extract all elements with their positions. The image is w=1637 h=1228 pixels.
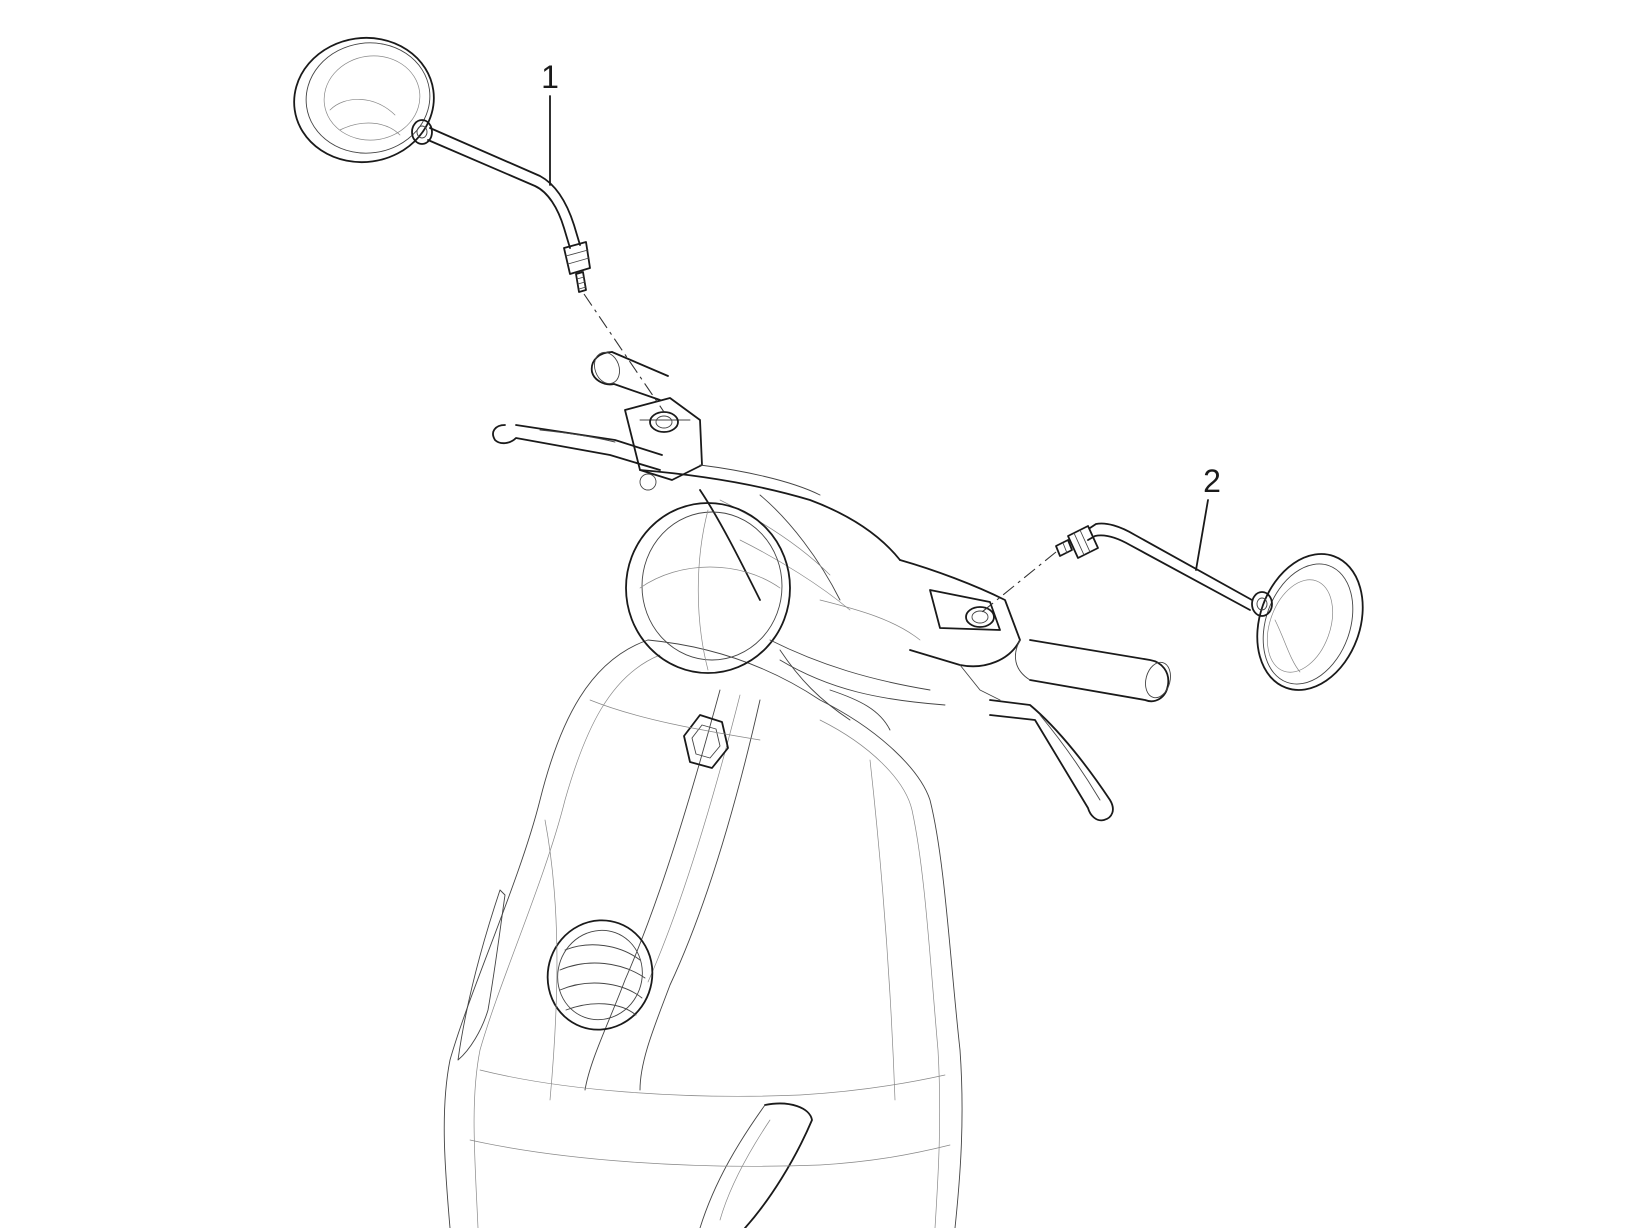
callout-number-2: 2 [1203, 463, 1221, 499]
right-mirror [1055, 522, 1364, 691]
assembly-centerlines [583, 293, 1057, 613]
handlebar-assembly [492, 351, 1171, 822]
left-mirror [293, 36, 591, 293]
callout-leaders [549, 95, 1209, 571]
callout-number-1: 1 [541, 59, 559, 95]
scooter-body [443, 639, 963, 1228]
